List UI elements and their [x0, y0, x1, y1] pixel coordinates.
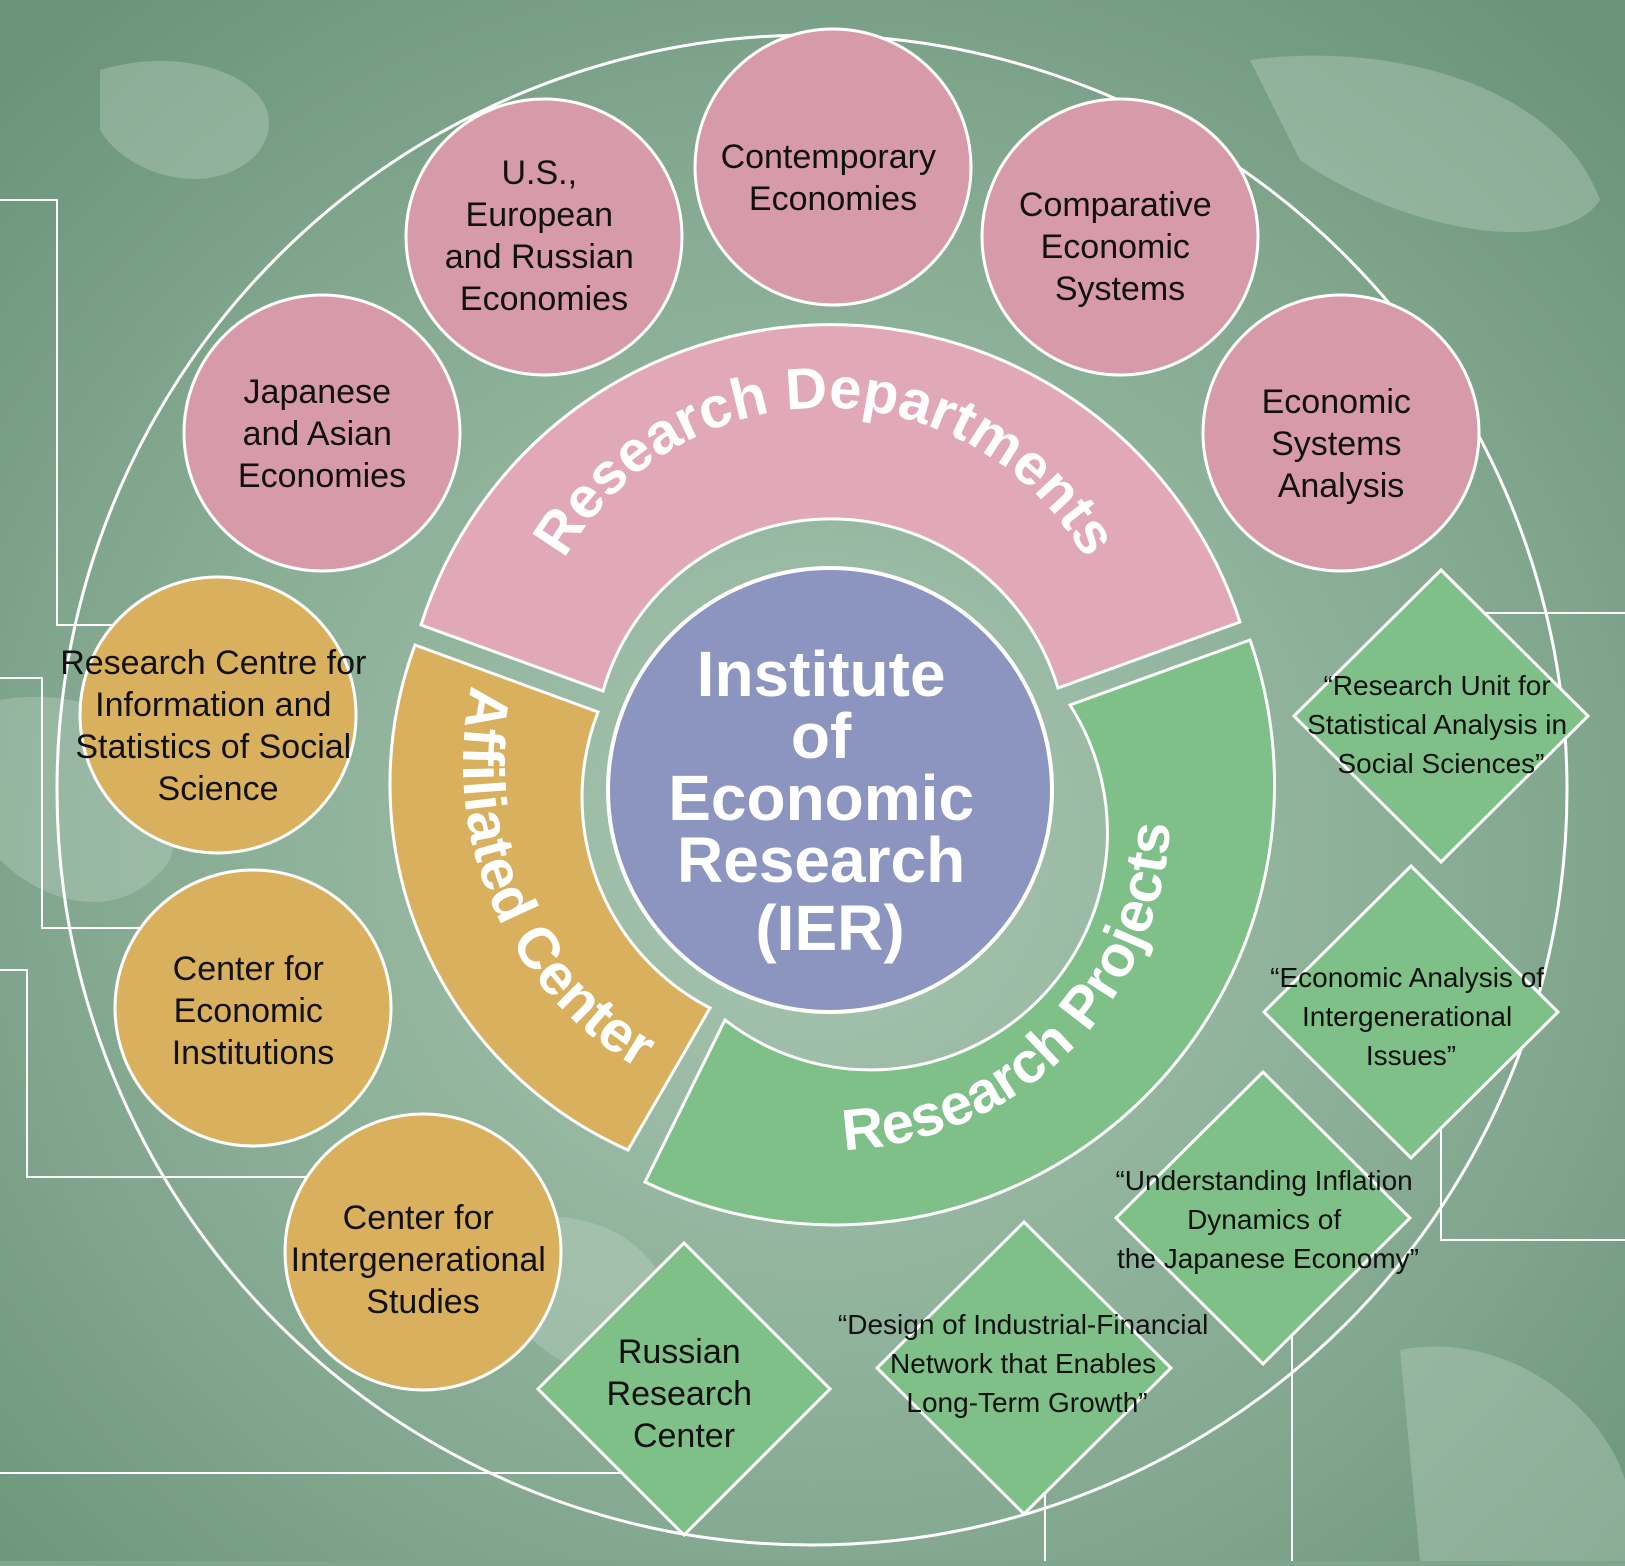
department-circle-contemporary[interactable] [693, 27, 973, 307]
center-label: Center for Intergenerational Studies [291, 1199, 556, 1321]
department-label: Comparative Economic Systems [1019, 186, 1221, 308]
department-circle-comparative[interactable] [980, 97, 1260, 377]
project-diamond-industrial-financial[interactable] [874, 1219, 1174, 1517]
project-label: “Economic Analysis of Intergenerational … [1270, 962, 1552, 1071]
project-diamond-inflation-dynamics[interactable] [1113, 1069, 1413, 1367]
center-circle-economic-institutions[interactable] [113, 868, 393, 1148]
center-circle[interactable] [606, 566, 1054, 1014]
center-label: Research Centre for Information and Stat… [60, 644, 376, 808]
project-label: “Research Unit for Statistical Analysis … [1307, 670, 1575, 779]
connector-lines [0, 199, 1625, 1561]
department-circle-systems-analysis[interactable] [1201, 293, 1481, 573]
project-diamond-intergenerational[interactable] [1261, 863, 1561, 1161]
center-title: Institute of Economic Research (IER) [668, 638, 992, 964]
affiliated-centers-segment[interactable] [388, 643, 713, 1152]
center-circle-research-centre-statistics[interactable] [78, 575, 358, 855]
center-circles: Research Centre for Information and Stat… [60, 575, 563, 1392]
department-label: Japanese and Asian Economies [238, 373, 406, 495]
russian-center-label: Russian Research Center [607, 1333, 762, 1455]
project-label: “Design of Industrial-Financial Network … [838, 1309, 1216, 1418]
department-circle-japanese-asian[interactable] [182, 293, 462, 573]
project-label: “Understanding Inflation Dynamics of the… [1115, 1165, 1420, 1274]
department-label: Contemporary Economies [721, 138, 946, 218]
project-diamonds: Russian Research Center “Research Unit f… [535, 567, 1591, 1538]
department-circle-us-european-russian[interactable] [404, 97, 684, 377]
research-departments-segment[interactable] [419, 323, 1242, 693]
center-label: Center for Economic Institutions [172, 950, 335, 1072]
russian-research-center-diamond[interactable] [535, 1240, 833, 1538]
department-label: U.S., European and Russian Economies [445, 154, 643, 318]
department-label: Economic Systems Analysis [1262, 383, 1421, 505]
center-circle-intergenerational-studies[interactable] [283, 1112, 563, 1392]
project-diamond-statistical-analysis[interactable] [1291, 567, 1591, 865]
department-circles: Japanese and Asian Economies U.S., Europ… [182, 27, 1481, 573]
research-projects-segment[interactable] [642, 638, 1276, 1227]
